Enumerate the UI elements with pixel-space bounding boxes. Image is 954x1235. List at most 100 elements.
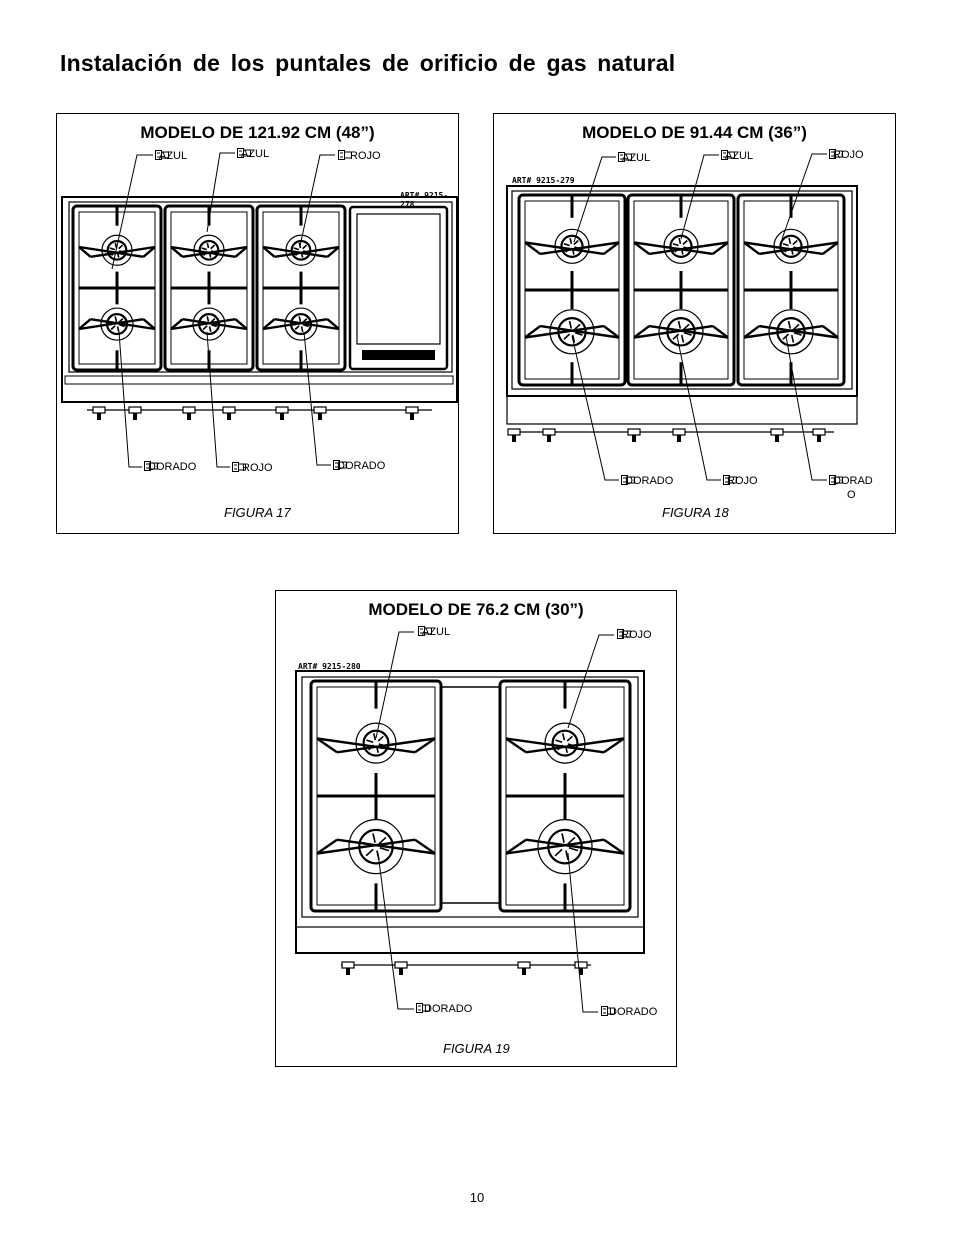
burner-port <box>302 244 308 250</box>
burner-port <box>116 326 120 333</box>
burner-port <box>573 239 579 246</box>
knob-stem <box>410 413 414 420</box>
figure-19-caption: FIGURA 19 <box>443 1041 510 1056</box>
burner-cap <box>362 729 390 757</box>
burner-cap <box>198 239 220 261</box>
grate-arm <box>414 737 436 754</box>
burner-port <box>372 833 376 843</box>
grate-arm <box>142 246 156 258</box>
burner-port <box>368 744 375 751</box>
leader-line <box>680 154 719 240</box>
burner-cap <box>560 234 584 258</box>
burner-icon <box>348 819 404 875</box>
burner-port <box>567 836 576 845</box>
burner-port <box>680 248 684 255</box>
control-panel <box>506 395 858 425</box>
burner-port <box>784 247 790 253</box>
burner-cap <box>666 317 696 347</box>
knob-icon <box>770 428 784 436</box>
cooktop-frame <box>61 196 458 403</box>
burner-port <box>790 334 795 343</box>
grate-arm <box>170 246 184 258</box>
grate-arm <box>633 325 650 339</box>
burner-icon <box>100 307 134 341</box>
grate-arm <box>505 737 605 754</box>
figure-19-heading: MODELO DE 76.2 CM (30”) <box>368 600 584 619</box>
figure-17-caption: FIGURA 17 <box>224 505 291 520</box>
grate-arm <box>142 318 156 330</box>
burner-port <box>793 332 802 336</box>
burner-cap <box>551 729 579 757</box>
burner-cap <box>105 313 129 336</box>
grate-arm <box>524 241 541 255</box>
grate-arm <box>505 838 527 855</box>
knob-stem <box>677 435 681 442</box>
burner-port <box>680 334 685 343</box>
grate-arm <box>336 737 436 754</box>
grate-arm <box>505 737 527 754</box>
knob-stem <box>775 435 779 442</box>
knob-stem <box>399 968 403 975</box>
burner-port <box>563 333 571 340</box>
burner-port <box>563 243 570 247</box>
control-panel <box>295 926 645 954</box>
knob-icon <box>507 428 521 436</box>
burner-port <box>678 237 682 244</box>
burner-icon <box>768 309 814 355</box>
burner-port <box>365 848 374 857</box>
grate-arm <box>524 324 604 339</box>
orifice-label-azul-2: AZUL <box>237 148 269 161</box>
knob-icon <box>222 406 236 414</box>
burner-port <box>302 318 308 324</box>
burner-port <box>293 247 300 251</box>
burner-port <box>118 244 124 250</box>
orifice-label-dorado-1: DORADO <box>144 461 196 474</box>
burner-port <box>302 250 309 254</box>
orifice-label-azul-1: AZUL <box>618 152 650 165</box>
burner-port <box>569 237 573 244</box>
orifice-label-dorado-1: DORADO <box>621 475 673 488</box>
grate-arm <box>414 838 436 855</box>
cooktop-36-diagram <box>506 153 858 481</box>
grate-arm <box>326 246 340 258</box>
grate-arm <box>633 241 650 255</box>
leader-line <box>111 154 153 270</box>
grate-arm <box>603 838 625 855</box>
grate-arm <box>170 318 184 330</box>
leader-line <box>118 331 142 468</box>
burner-port <box>303 324 309 328</box>
burner-port <box>294 251 300 256</box>
knob-stem <box>187 413 191 420</box>
art-number: ART# 9215-280 <box>298 662 361 671</box>
knob-icon <box>275 406 289 414</box>
leader-line <box>785 335 827 481</box>
burner-icon <box>663 228 699 264</box>
burner-port <box>782 243 789 247</box>
burner-port <box>210 250 217 254</box>
burner-icon <box>554 228 590 264</box>
art-number: ART# 9215-278 <box>400 191 449 209</box>
grate-arm <box>712 325 729 339</box>
burner-port <box>562 733 566 741</box>
burner-port <box>208 326 212 333</box>
figure-17-panel: MODELO DE 121.92 CM (48”) ART# 9215-278 … <box>56 113 459 534</box>
leader-line <box>573 156 616 243</box>
knob-icon <box>394 961 408 969</box>
burner-port <box>682 239 688 246</box>
knob-icon <box>517 961 531 969</box>
knob-icon <box>672 428 686 436</box>
orifice-label-dorado-2: DORAD <box>829 475 873 488</box>
burner-port <box>568 320 573 329</box>
orifice-label-dorado-2: DORADO <box>601 1006 657 1019</box>
burner-cap <box>197 313 221 336</box>
burner-port <box>561 327 570 332</box>
burner-icon <box>773 228 809 264</box>
knob-stem <box>512 435 516 442</box>
burner-port <box>683 246 690 250</box>
grate-arm <box>540 324 620 339</box>
orifice-label-azul: AZUL <box>418 626 450 639</box>
burner-port <box>206 242 210 249</box>
burner-port <box>780 327 789 332</box>
burner-port <box>119 324 125 328</box>
figure-18-panel: MODELO DE 91.44 CM (36”) ART# 9215-279 A… <box>493 113 896 534</box>
